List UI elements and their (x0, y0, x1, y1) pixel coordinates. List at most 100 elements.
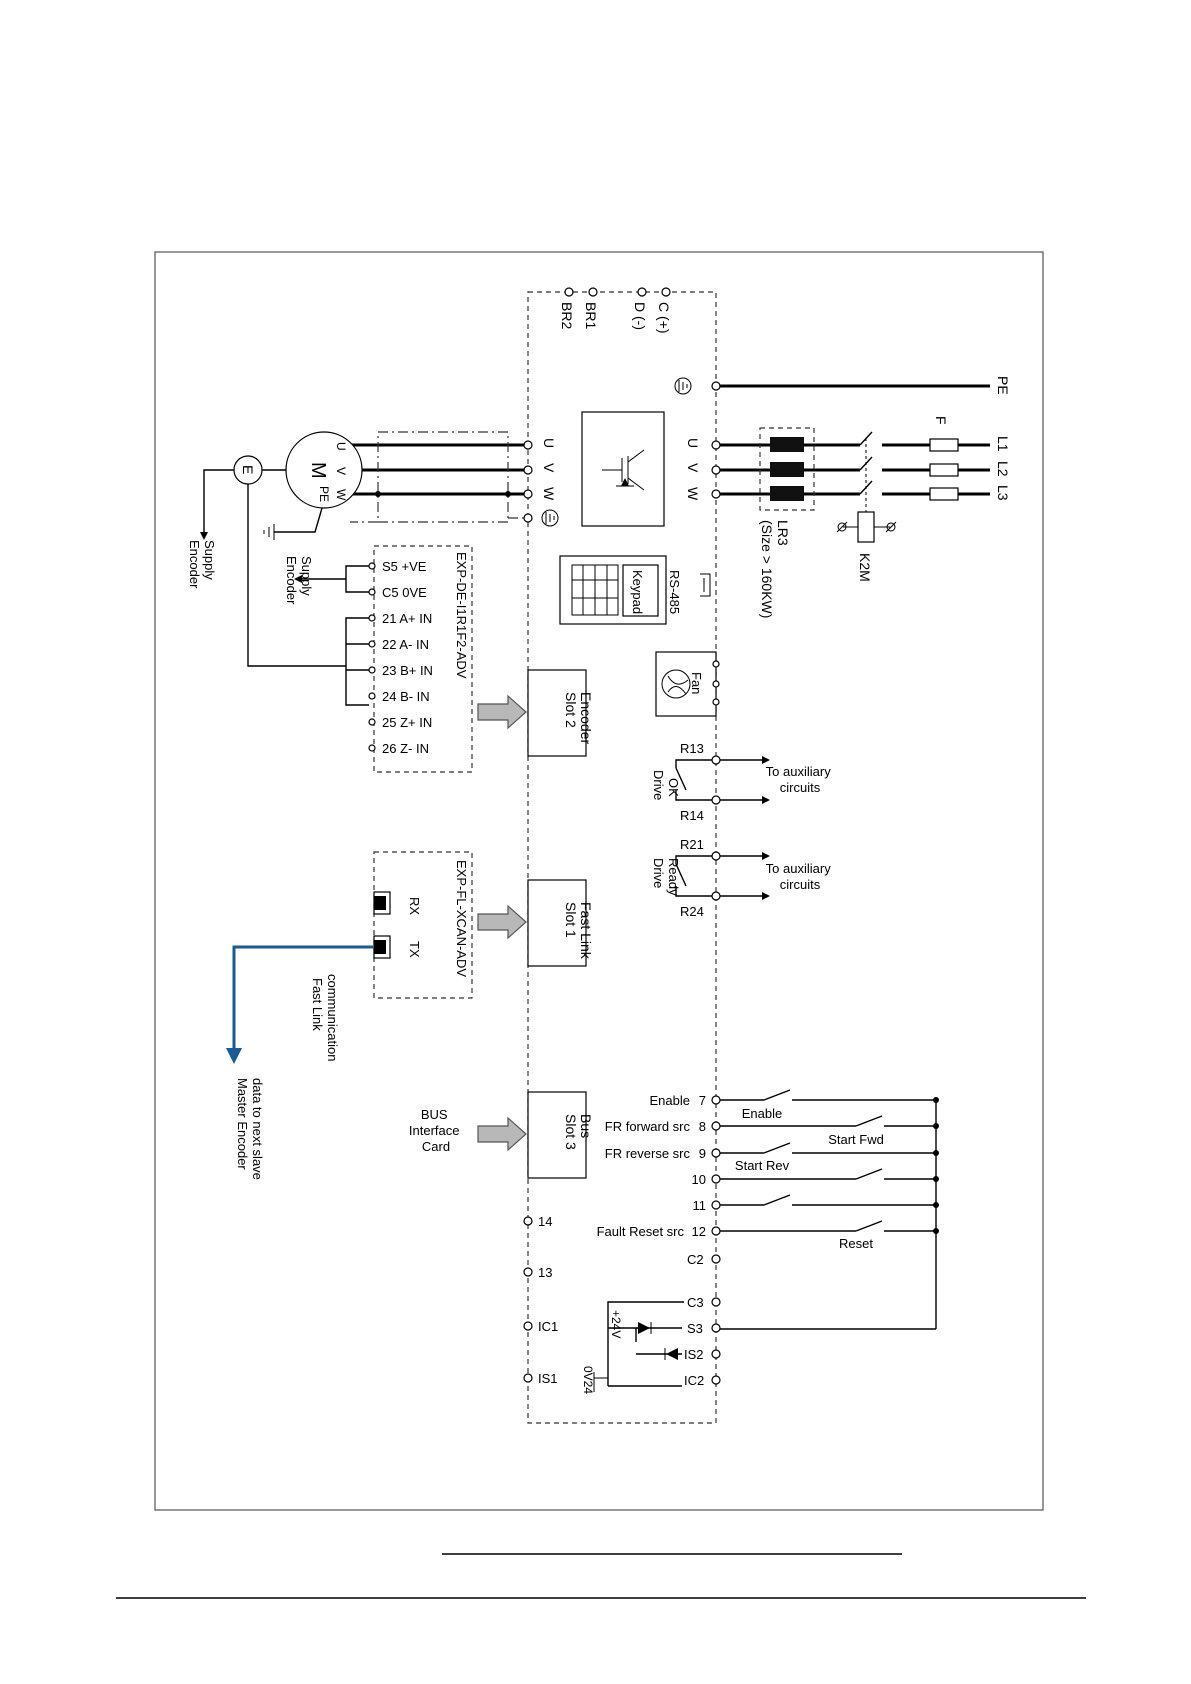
ground-icon (674, 377, 692, 395)
label-fuse: F (933, 416, 949, 425)
input-number: 12 (692, 1224, 706, 1239)
igbt-icon (602, 449, 645, 491)
input-terminal (711, 1226, 721, 1236)
label-l3: L3 (995, 485, 1011, 501)
drive-ready-line2: Ready (666, 858, 681, 896)
slot2-arrow-icon (477, 694, 527, 730)
keypad-area: Keypad RS-485 (559, 555, 711, 625)
ground-icon (263, 524, 275, 540)
coil-terminal-icon (836, 521, 897, 533)
label-l2: L2 (995, 461, 1011, 477)
label-encoder-supply: Encoder Supply (187, 540, 217, 592)
label-motor-u: U (334, 442, 348, 451)
label-slot3: Slot 3 Bus (563, 1114, 594, 1154)
label-encoder: E (240, 465, 256, 474)
label-in-u: U (685, 438, 701, 448)
common-terminals: C2 C3 S3 IS2 IC2 +24V 0V24 (581, 1252, 936, 1394)
label-d: D (-) (632, 302, 648, 330)
switch-label: Start Fwd (828, 1132, 884, 1147)
label-bus-card: BUS Interface Card (409, 1107, 463, 1154)
slot1-line1: Slot 1 (563, 902, 579, 938)
label-encoder-card: EXP-DE-I1R1F2-ADV (454, 552, 469, 679)
label-fan: Fan (689, 672, 704, 694)
label-aux-1: To auxiliary circuits (766, 764, 835, 795)
input-switch (763, 1089, 791, 1101)
label-motor-v: V (334, 467, 348, 475)
fan-icon (661, 669, 691, 699)
fastlink-card-outline (373, 851, 473, 999)
label-c: C (+) (656, 302, 672, 334)
encoder-terminal-dot (368, 588, 376, 596)
label-tx: TX (407, 941, 422, 958)
input-number: 10 (692, 1172, 706, 1187)
input-terminal (711, 1200, 721, 1210)
switch-label: Reset (839, 1236, 873, 1251)
label-drive-ok: Drive OK (651, 770, 681, 804)
master-line2: data to next slave (250, 1078, 265, 1180)
left-terminals: 14 13 IC1 IS1 (523, 1214, 558, 1386)
keypad-display (622, 564, 659, 617)
slot3-arrow-icon (477, 1116, 527, 1152)
slot2-line1: Slot 2 (563, 692, 579, 728)
input-switch (855, 1220, 883, 1232)
fan-box (655, 651, 717, 717)
motor-outputs: U V W (340, 431, 559, 527)
terminal-d (637, 287, 647, 297)
slot3-line1: Slot 3 (563, 1114, 579, 1150)
choke-l3 (770, 486, 804, 501)
aux2-line1: To auxiliary (766, 861, 832, 876)
label-r21: R21 (680, 837, 704, 852)
slot-3: Slot 3 Bus BUS Interface Card (409, 1091, 594, 1179)
encoder-supply-line2: Supply (202, 540, 217, 580)
aux1-line1: To auxiliary (766, 764, 832, 779)
encoder-terminal-dot (368, 614, 376, 622)
input-terminal (711, 1174, 721, 1184)
aux2-line2: circuits (780, 877, 821, 892)
fastlink-card: EXP-FL-XCAN-ADV RX TX Fast Link communic… (226, 851, 473, 1180)
label-drive-ready: Drive Ready (651, 858, 681, 896)
encoder-terminal-dot (368, 718, 376, 726)
comm-line2: communication (325, 974, 340, 1061)
bus-line3: Card (422, 1139, 450, 1154)
label-c2: C2 (687, 1252, 704, 1267)
encoder-supply2-line2: Supply (299, 556, 314, 596)
label-out-u: U (541, 438, 557, 448)
slot3-line2: Bus (578, 1114, 594, 1138)
encoder-terminal-label: 24 B- IN (382, 689, 430, 704)
reactor-box (759, 427, 815, 511)
pe-line: PE (674, 376, 1011, 395)
label-pe: PE (995, 376, 1011, 395)
label-ic1: IC1 (538, 1319, 558, 1334)
label-t13: 13 (538, 1265, 552, 1280)
drive-ok-line1: Drive (651, 770, 666, 800)
input-number: 8 (699, 1119, 706, 1134)
label-k2m: K2M (857, 553, 873, 582)
switch-label: Start Rev (735, 1158, 790, 1173)
terminal-br2 (564, 287, 574, 297)
encoder-terminal-dot (368, 640, 376, 648)
input-number: 11 (693, 1198, 707, 1213)
ground-icon (541, 509, 559, 527)
choke-l1 (770, 437, 804, 452)
rs485-port-icon (700, 573, 711, 597)
encoder-card-outline (373, 545, 473, 773)
input-terminal (711, 1148, 721, 1158)
input-switch (855, 1115, 883, 1127)
input-switch (763, 1194, 791, 1206)
terminal-c (661, 287, 671, 297)
cable-shield (377, 431, 509, 523)
label-r13: R13 (680, 741, 704, 756)
label-in-v: V (685, 463, 701, 473)
igbt-block (581, 411, 665, 527)
comm-line1: Fast Link (310, 978, 325, 1031)
encoder-terminal-label: 23 B+ IN (382, 663, 433, 678)
label-rs485: RS-485 (667, 570, 682, 614)
label-ic2: IC2 (684, 1373, 704, 1388)
slot2-line2: Encoder (578, 692, 594, 744)
input-function: Fault Reset src (597, 1224, 685, 1239)
input-terminal (711, 1095, 721, 1105)
label-rx: RX (407, 897, 422, 915)
